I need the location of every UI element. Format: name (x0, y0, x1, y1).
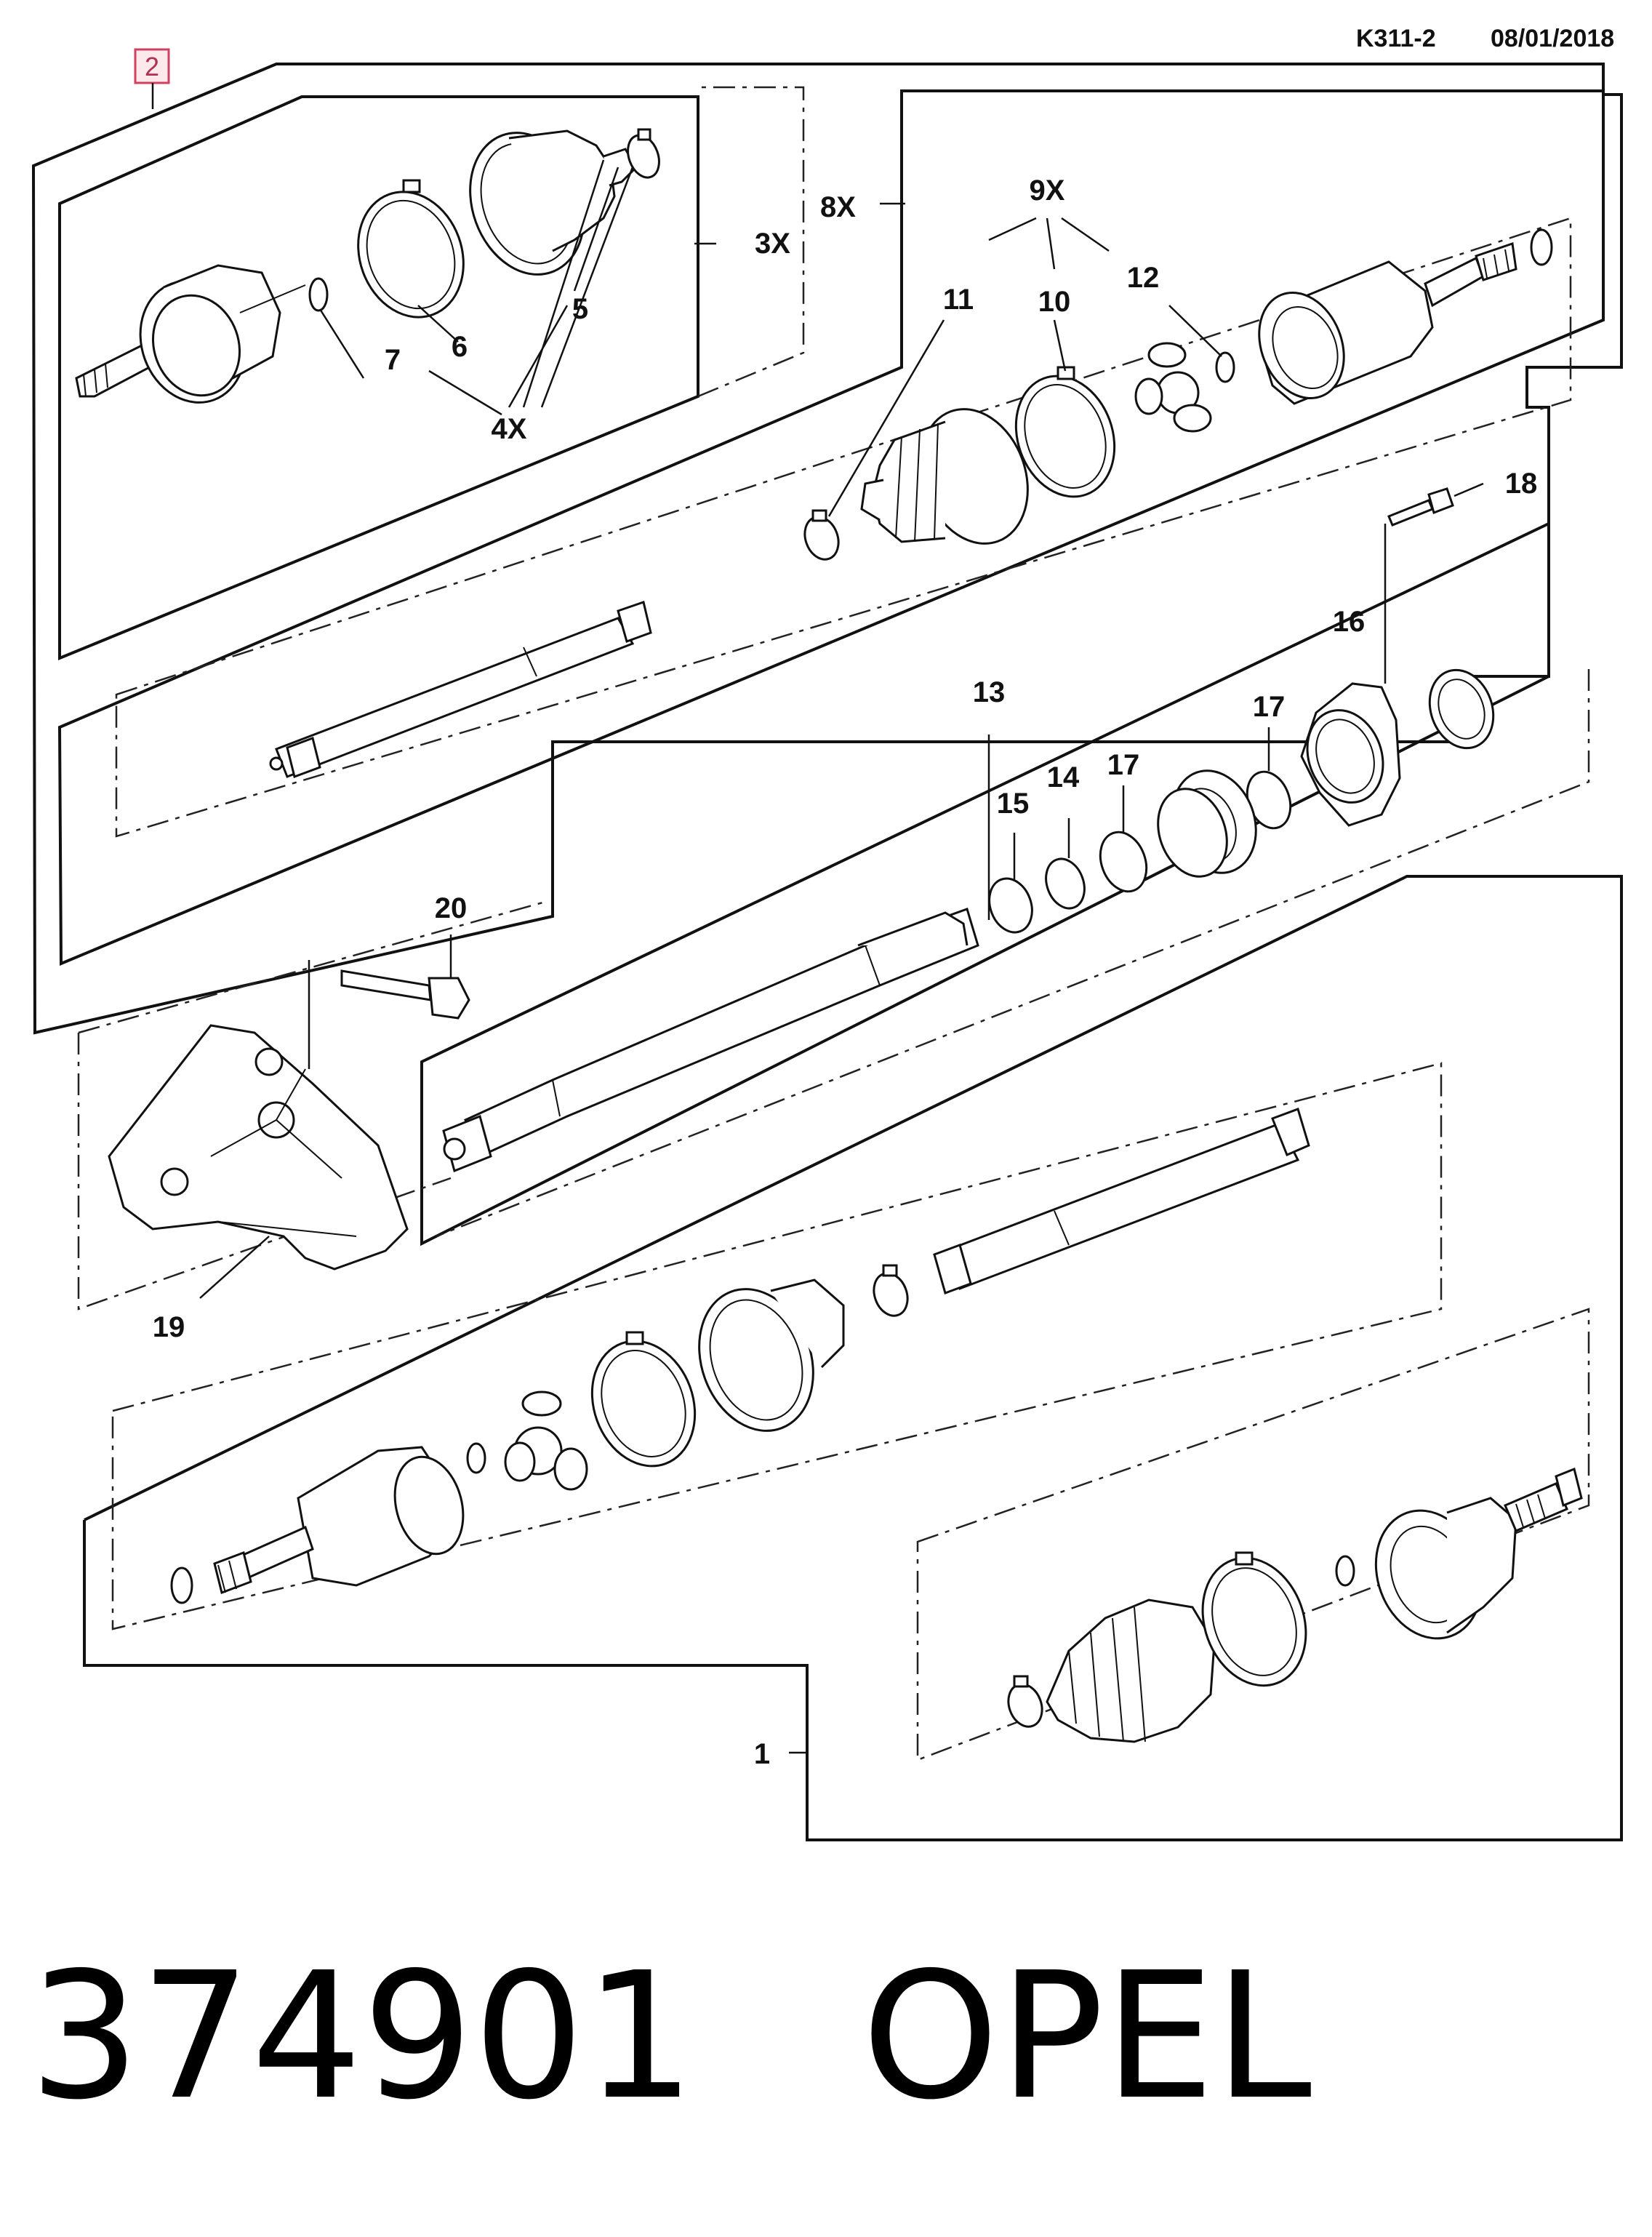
leader-lines (199, 159, 1484, 1754)
part-number-caption: 374901 OPEL (29, 1934, 1312, 2138)
bracket-19[interactable] (108, 1024, 409, 1270)
bolt-18[interactable] (1387, 487, 1454, 527)
circlip-bottom[interactable] (466, 1442, 486, 1474)
callout-1: 1 (754, 1738, 770, 1770)
callout-9x: 9X (1030, 175, 1065, 207)
small-clamp-outer-bottom[interactable] (1003, 1675, 1048, 1732)
callout-7: 7 (385, 344, 401, 376)
drive-shaft-top[interactable] (269, 601, 652, 778)
callout-17-left: 17 (1107, 749, 1140, 781)
callout-5: 5 (572, 293, 588, 325)
tripod-joint-bottom[interactable] (504, 1390, 588, 1491)
outer-cv-joint-top[interactable] (75, 264, 281, 417)
callout-11: 11 (943, 284, 974, 316)
diagram-date: 08/01/2018 (1491, 25, 1615, 52)
small-clamp-top[interactable] (622, 128, 665, 182)
diagram-badge[interactable]: 2 (134, 48, 170, 84)
inner-joint-housing-top[interactable] (1244, 241, 1517, 411)
callout-19: 19 (153, 1311, 185, 1343)
callout-17-right: 17 (1253, 691, 1286, 723)
kit-3x-frame (58, 95, 699, 660)
circlip-7[interactable] (308, 277, 329, 312)
callout-14: 14 (1047, 761, 1080, 793)
boot-5[interactable] (451, 116, 638, 290)
boot-outer-bottom[interactable] (1046, 1598, 1216, 1743)
ring-15[interactable] (982, 873, 1040, 939)
callout-16: 16 (1333, 606, 1366, 638)
callout-10: 10 (1038, 286, 1071, 318)
bearing-plate-16[interactable] (1295, 682, 1401, 827)
ring-14[interactable] (1040, 854, 1091, 914)
svg-text:2: 2 (145, 52, 159, 81)
boot-inner-top[interactable] (860, 394, 1046, 559)
callout-20: 20 (435, 892, 468, 924)
callout-6: 6 (452, 331, 468, 363)
kit-8x-frame (57, 89, 1605, 966)
callout-13: 13 (973, 676, 1006, 708)
small-clamp-11[interactable] (799, 509, 844, 564)
small-clamp-bottom[interactable] (868, 1264, 913, 1321)
assembly-1-frame (83, 875, 1623, 1841)
drive-shaft-bottom[interactable] (933, 1108, 1310, 1294)
boot-inner-bottom[interactable] (680, 1273, 845, 1446)
callout-15: 15 (997, 788, 1030, 820)
circlip-outer-bottom[interactable] (1335, 1555, 1355, 1587)
callout-12: 12 (1127, 262, 1160, 294)
outer-cv-joint-bottom[interactable] (1358, 1467, 1583, 1654)
clamp-bottom[interactable] (575, 1326, 712, 1481)
clamp-6[interactable] (341, 177, 481, 332)
seal-ring-top-right[interactable] (1419, 661, 1504, 757)
callout-8x: 8X (820, 191, 856, 223)
diagram-code: K311-2 (1356, 25, 1436, 52)
bearing[interactable] (1147, 759, 1270, 887)
assembly-1-dashed-outline (111, 1062, 1443, 1630)
circlip-top-right[interactable] (1530, 228, 1553, 266)
bolt-20[interactable] (340, 969, 470, 1020)
clamp-10[interactable] (1000, 362, 1131, 511)
intermediate-shaft-13[interactable] (442, 908, 979, 1173)
kit-3x-dashed-outline (697, 86, 805, 398)
callout-4x: 4X (492, 413, 527, 445)
callout-18: 18 (1505, 468, 1538, 500)
shaft-dashed-outline (115, 217, 1572, 838)
inner-joint-housing-bottom[interactable] (213, 1446, 473, 1594)
circlip-bottom-left[interactable] (170, 1566, 193, 1604)
snap-ring-17-left[interactable] (1092, 825, 1154, 897)
clamp-outer-bottom[interactable] (1185, 1543, 1323, 1700)
tripod-joint-top[interactable] (1134, 342, 1212, 433)
callout-3x: 3X (755, 228, 790, 260)
outer-joint-dashed-outline (916, 1308, 1590, 1761)
assembly-2-frame (31, 63, 1623, 1035)
kit-13-frame (420, 521, 1550, 1246)
circlip-12[interactable] (1215, 351, 1235, 383)
